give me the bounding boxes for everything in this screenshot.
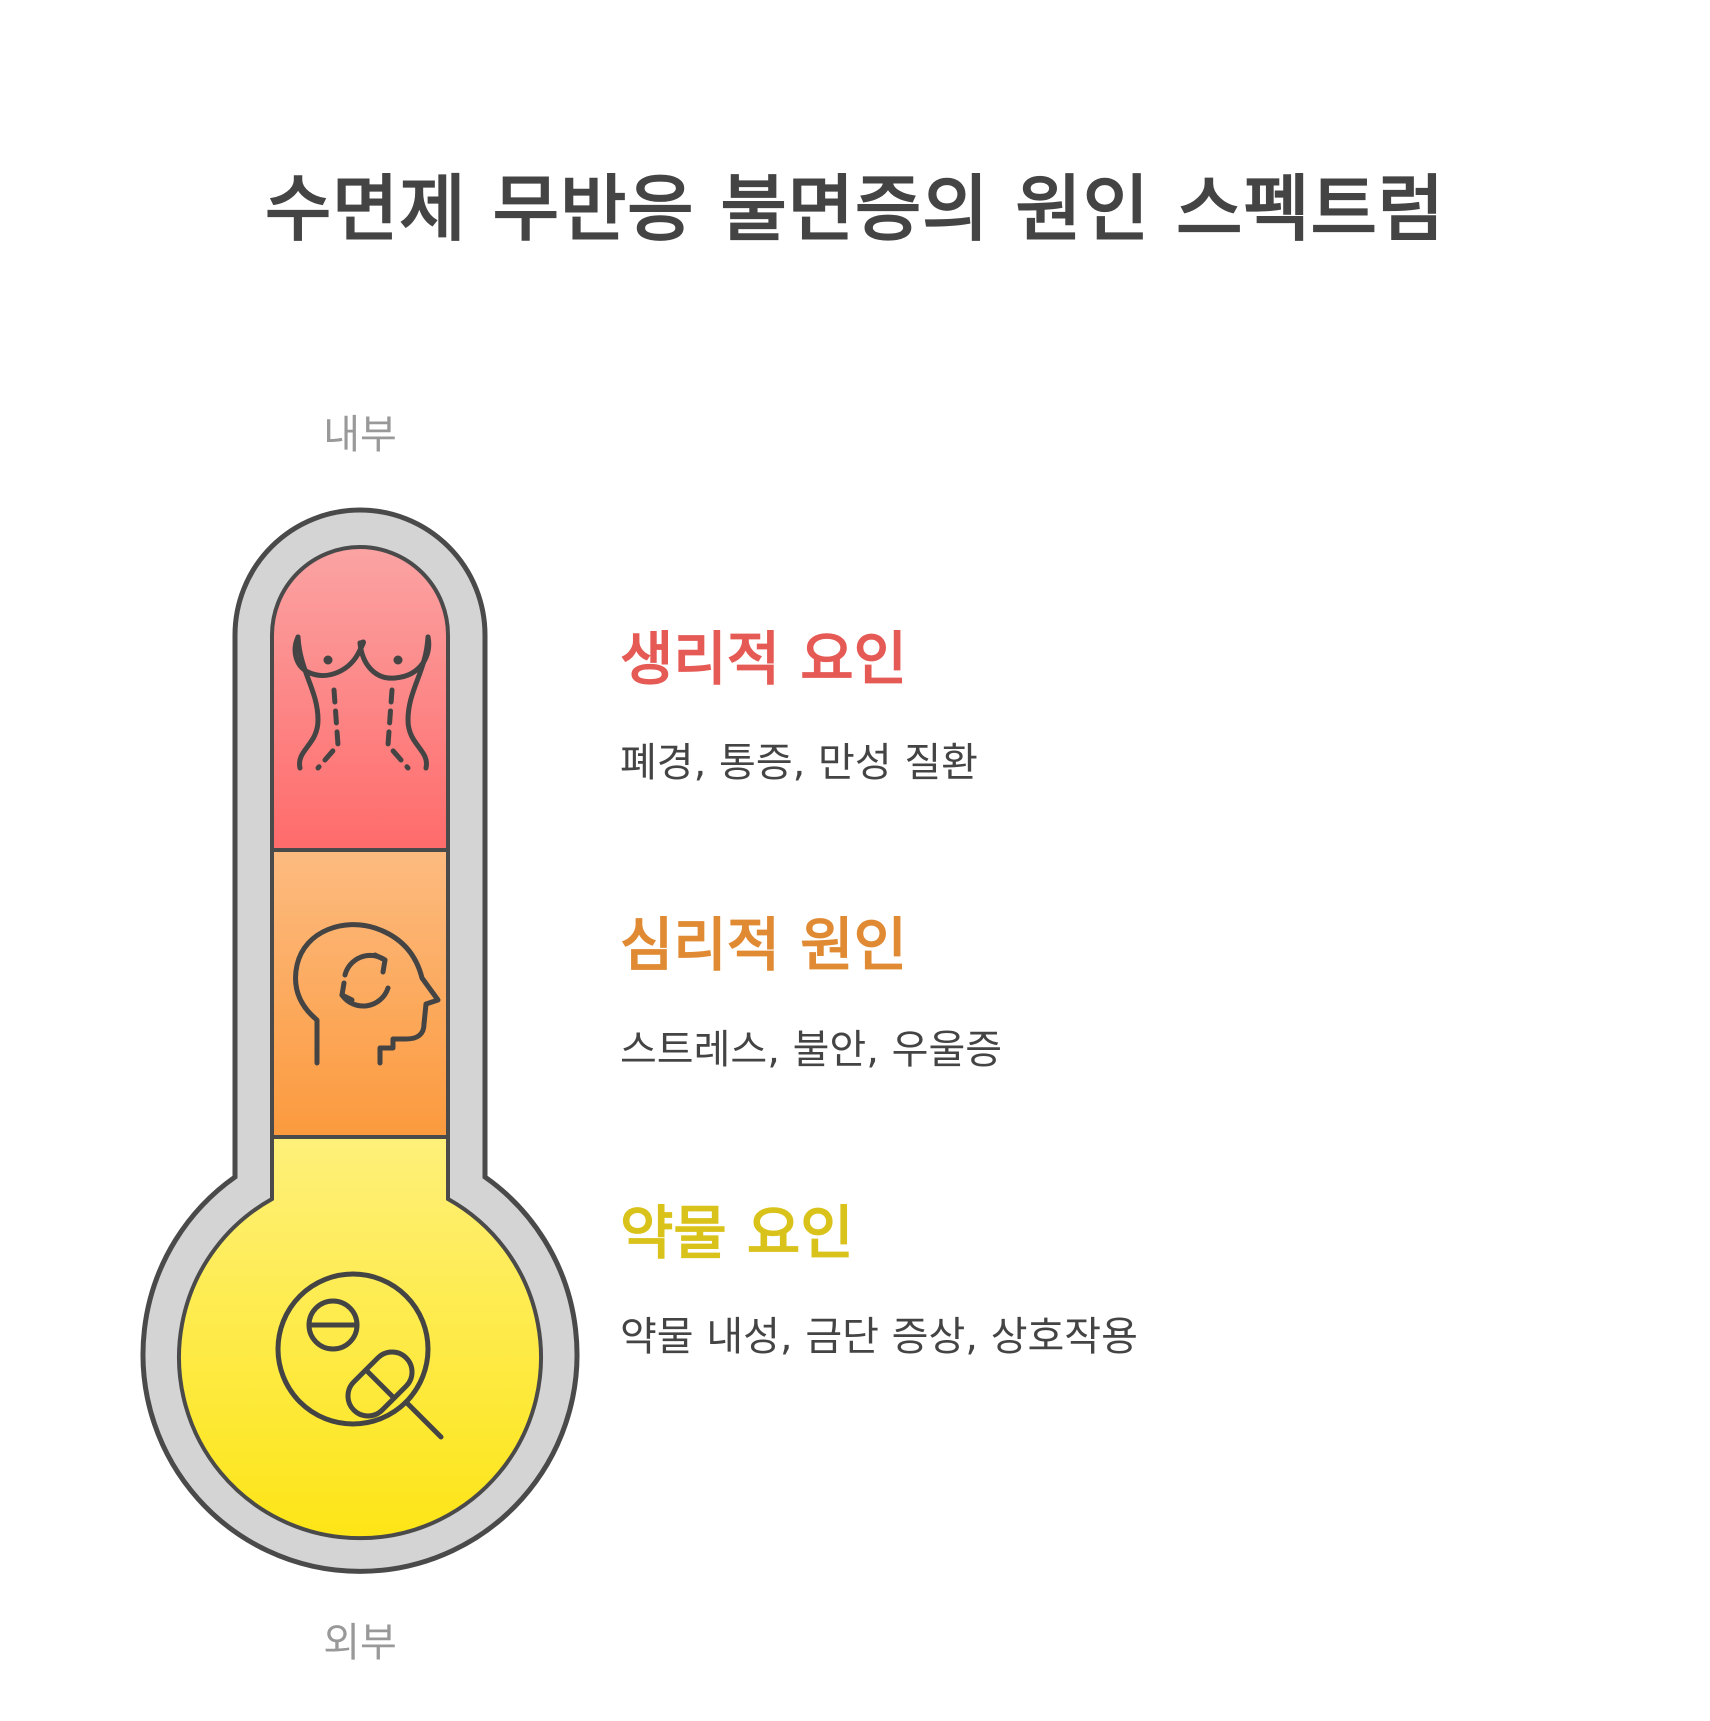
diagram-title: 수면제 무반응 불면증의 원인 스펙트럼 xyxy=(264,167,1446,251)
cause-desc-medication: 약물 내성, 금단 증상, 상호작용 xyxy=(620,1314,1138,1360)
scale-top-label: 내부 xyxy=(323,412,397,458)
segment-psychological xyxy=(270,848,450,1139)
segment-medication xyxy=(177,1135,543,1541)
pill-search-icon xyxy=(275,1271,444,1440)
head-cycle-icon xyxy=(293,922,441,1066)
cause-title-psychological: 심리적 원인 xyxy=(620,911,907,979)
female-body-icon xyxy=(292,634,432,771)
cause-desc-psychological: 스트레스, 불안, 우울증 xyxy=(620,1027,1003,1073)
cause-title-physiological: 생리적 요인 xyxy=(620,625,907,693)
cause-desc-physiological: 폐경, 통증, 만성 질환 xyxy=(620,740,978,786)
segment-physiological xyxy=(270,545,450,852)
cause-title-medication: 약물 요인 xyxy=(620,1199,854,1267)
scale-bottom-label: 외부 xyxy=(323,1620,397,1666)
